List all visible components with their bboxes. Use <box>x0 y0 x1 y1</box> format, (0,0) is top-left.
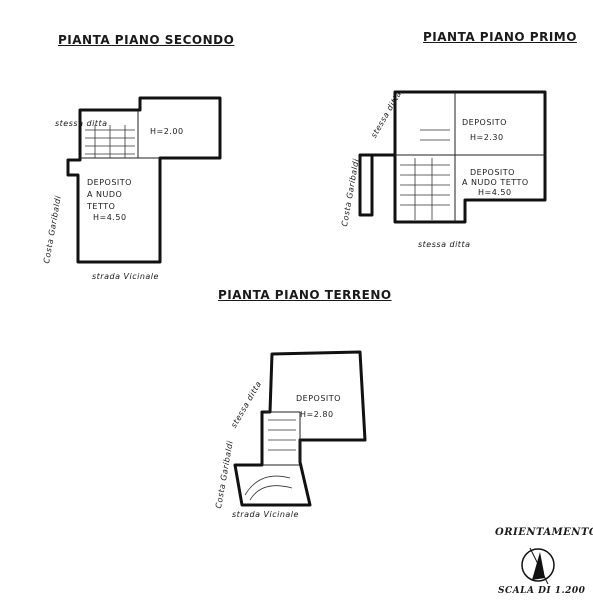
plan-secondo-title: PIANTA PIANO SECONDO <box>58 33 235 47</box>
plan-terreno-room-height: H=2.80 <box>300 410 334 419</box>
plan-secondo-room2-label: DEPOSITO <box>87 178 132 187</box>
plan-primo-room1-label: DEPOSITO <box>462 118 507 127</box>
plan-terreno-street-label: strada Vicinale <box>232 510 299 519</box>
plan-secondo-room2-height: H=4.50 <box>93 213 127 222</box>
plan-secondo-room1-height: H=2.00 <box>150 127 184 136</box>
plan-secondo-room2-label: TETTO <box>87 202 116 211</box>
plan-primo-room2-height: H=4.50 <box>478 188 512 197</box>
plan-primo-bottom-note: stessa ditta <box>418 240 471 249</box>
plan-primo-room1-height: H=2.30 <box>470 133 504 142</box>
plan-primo-walls <box>358 90 547 224</box>
north-arrow-icon <box>521 547 555 585</box>
plan-primo-room2-label: A NUDO TETTO <box>462 178 529 187</box>
plan-secondo-stair-note: stessa ditta <box>55 119 108 128</box>
plan-primo-room2-label: DEPOSITO <box>470 168 515 177</box>
plan-secondo-room2-label: A NUDO <box>87 190 123 199</box>
plan-terreno-title: PIANTA PIANO TERRENO <box>218 288 392 302</box>
plan-secondo-street-label: strada Vicinale <box>92 272 159 281</box>
plan-terreno-walls <box>233 350 367 507</box>
plan-secondo-walls <box>66 96 222 264</box>
orientation-label: ORIENTAMENTO <box>495 527 593 538</box>
plan-primo-title: PIANTA PIANO PRIMO <box>423 30 577 44</box>
plan-terreno-room-label: DEPOSITO <box>296 394 341 403</box>
scale-label: SCALA DI 1.200 <box>498 586 586 596</box>
